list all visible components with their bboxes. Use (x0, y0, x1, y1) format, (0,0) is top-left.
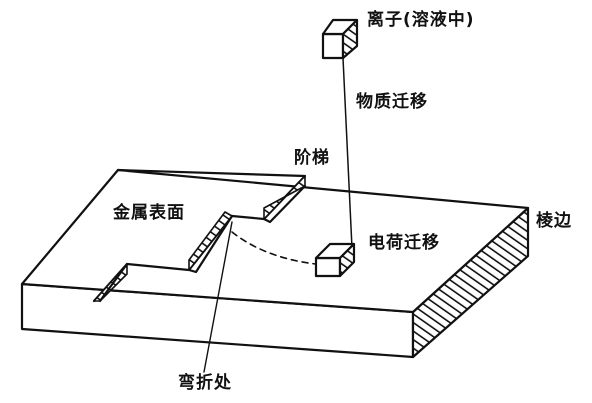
adion-block-front (314, 256, 342, 278)
step-lower-edge-2 (187, 214, 234, 274)
adion-block-side (338, 242, 356, 278)
label-edge: 棱边 (536, 211, 572, 231)
label-charge-transfer: 电荷迁移 (368, 233, 440, 253)
mass-transfer-path (342, 57, 353, 249)
slab-top-surface (20, 168, 530, 314)
step-riser-middle (188, 211, 233, 271)
ion-block-side (341, 18, 359, 60)
ion-block-front (321, 32, 345, 60)
step-lower-edge-3 (98, 262, 129, 303)
label-step: 阶梯 (294, 148, 330, 168)
step-riser-right (263, 175, 306, 220)
surface-diffusion-path (231, 231, 317, 265)
kink-pointer-line (203, 221, 233, 373)
label-mass-transfer: 物质迁移 (356, 92, 428, 112)
step-lower-edge (262, 184, 307, 224)
label-metal-surface: 金属表面 (113, 203, 185, 223)
label-ion: 离子(溶液中) (367, 10, 475, 30)
label-kink: 弯折处 (178, 373, 232, 393)
